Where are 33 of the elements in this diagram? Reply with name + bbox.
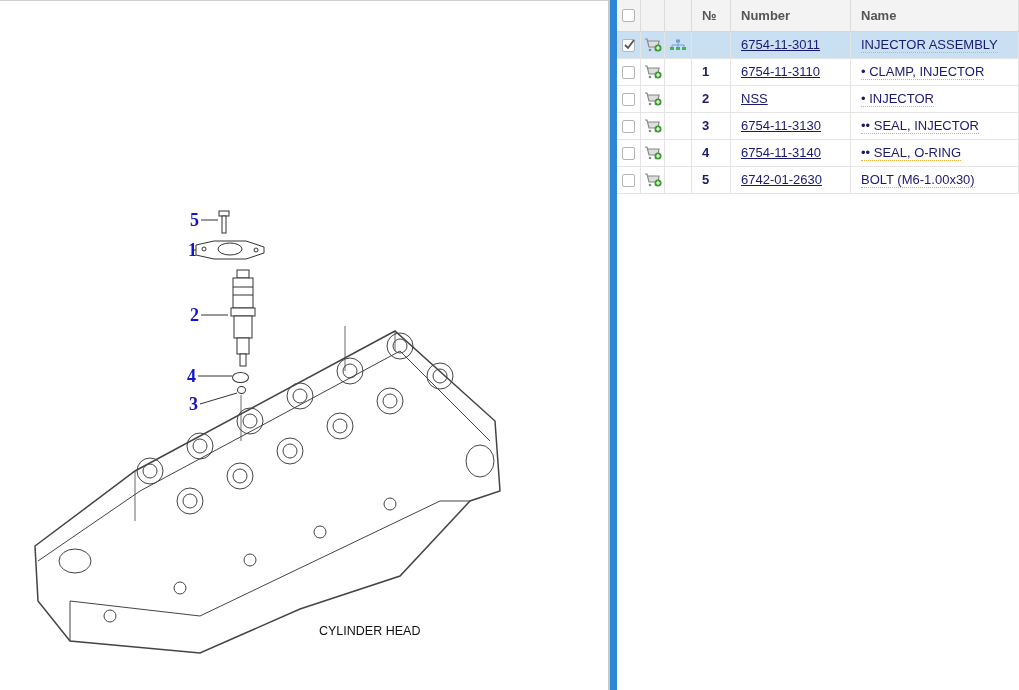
drawing-caption: CYLINDER HEAD: [319, 623, 421, 640]
bolt-drawing: [218, 210, 230, 234]
callout-number: 3: [187, 394, 200, 414]
callout-number: 2: [188, 305, 201, 325]
callout-number: 5: [188, 210, 201, 230]
leader-line: [200, 219, 219, 221]
callout-number: 1: [186, 240, 199, 260]
item-number: 4: [702, 144, 710, 163]
callout-number: 4: [185, 366, 198, 386]
item-number: 1: [702, 63, 710, 82]
clamp-drawing: [194, 239, 266, 261]
leader-line: [200, 314, 229, 316]
part-name: • CLAMP, INJECTOR: [861, 64, 985, 80]
part-name: INJECTOR ASSEMBLY: [861, 37, 998, 53]
item-number: 2: [702, 90, 710, 109]
part-name: BOLT (M6-1.00x30): [861, 172, 975, 188]
part-number-link: 6754-11-3140: [741, 144, 821, 163]
part-number-link: 6754-11-3011: [741, 36, 821, 55]
part-number-link: NSS: [741, 90, 768, 109]
part-name: • INJECTOR: [861, 91, 934, 107]
column-header: Name: [851, 0, 1019, 31]
column-header: №: [692, 0, 731, 31]
leader-line: [197, 375, 233, 377]
injector-drawing: [228, 269, 258, 367]
part-name: •• SEAL, O-RING: [861, 145, 962, 161]
part-name: •• SEAL, INJECTOR: [861, 118, 979, 134]
part-number-link: 6742-01-2630: [741, 171, 822, 190]
item-number: 3: [702, 117, 710, 136]
column-header: Number: [731, 0, 851, 31]
part-number-link: 6754-11-3110: [741, 63, 821, 82]
item-number: 5: [702, 171, 710, 190]
leader-line: [199, 392, 238, 405]
part-number-link: 6754-11-3130: [741, 117, 821, 136]
